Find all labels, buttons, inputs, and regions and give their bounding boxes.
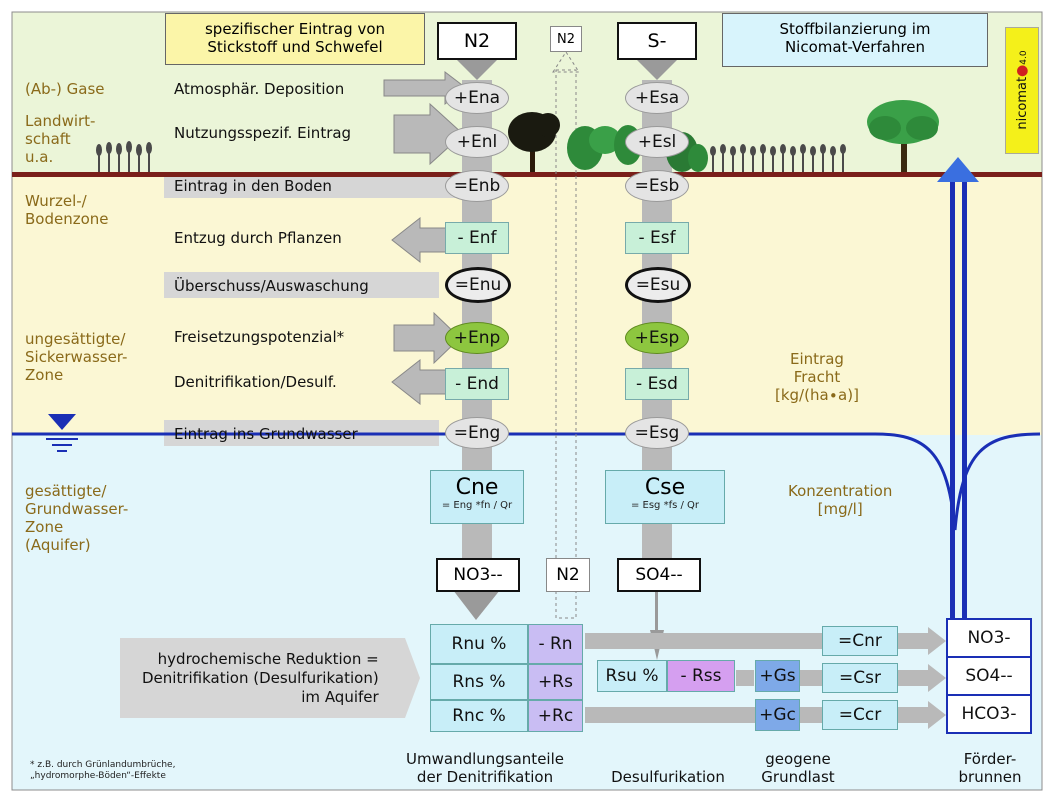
no3-mid-box: NO3-- [436, 558, 520, 592]
zone-unges: ungesättigte/ Sickerwasser- Zone [25, 330, 128, 384]
n-enf: - Enf [445, 222, 509, 254]
stoff-text: Stoffbilanzierung im Nicomat-Verfahren [779, 20, 931, 56]
label-grundwasser: Eintrag ins Grundwasser [174, 425, 358, 443]
well-no3: NO3- [946, 618, 1032, 658]
n-enp: +Enp [445, 322, 509, 354]
r-nu: Rnu % [430, 624, 528, 664]
title-text: spezifischer Eintrag von Stickstoff und … [204, 20, 386, 56]
n2-top-label: N2 [463, 30, 491, 52]
c-box-n: Cne = Eng *fn / Qr [430, 470, 524, 524]
reduction-label: hydrochemische Reduktion = Denitrifikati… [142, 650, 379, 706]
n2-top-box: N2 [437, 22, 517, 60]
nutzung-arrow [393, 102, 464, 166]
r-su: Rsu % [597, 660, 667, 692]
zone-wurzel: Wurzel-/ Bodenzone [25, 192, 109, 228]
c-box-s: Cse = Esg *fs / Qr [605, 470, 725, 524]
s-esu: =Esu [625, 267, 691, 303]
label-freisetzung: Freisetzungspotenzial* [174, 328, 345, 346]
n2-small-label: N2 [557, 31, 575, 47]
c-cr: =Ccr [822, 700, 898, 730]
n2-mid-box: N2 [546, 558, 590, 592]
n-ena: +Ena [445, 82, 509, 114]
c-nr: =Cnr [822, 626, 898, 656]
green-bushes [567, 125, 708, 172]
nicomat-logo: nicomat●4.0 [1005, 27, 1039, 154]
s-esb: =Esb [625, 170, 689, 202]
s-esf: - Esf [625, 222, 689, 254]
crops-left [96, 141, 152, 172]
n2-small-box: N2 [550, 26, 582, 52]
n-enb: =Enb [445, 170, 509, 202]
s-esa: +Esa [625, 82, 689, 114]
stoff-box: Stoffbilanzierung im Nicomat-Verfahren [722, 13, 988, 67]
well-arrow [937, 157, 979, 182]
well-so4: SO4-- [946, 656, 1032, 696]
zone-gase: (Ab-) Gase [25, 80, 105, 98]
c-sr: =Csr [822, 663, 898, 693]
big-tree [867, 100, 939, 172]
so4-mid-label: SO4-- [635, 565, 683, 585]
n2-mid-label: N2 [556, 565, 580, 585]
no3-mid-label: NO3-- [453, 565, 503, 585]
r-ns: Rns % [430, 664, 528, 700]
crops-right [710, 144, 846, 172]
op-rc: +Rc [528, 700, 583, 732]
g-c: +Gc [755, 699, 800, 731]
label-deposition: Atmosphär. Deposition [174, 80, 345, 98]
s-top-box: S- [617, 22, 697, 60]
s-esd: - Esd [625, 368, 689, 400]
label-boden: Eintrag in den Boden [174, 177, 332, 195]
water-level-marker [48, 414, 76, 430]
g-s: +Gs [755, 660, 800, 692]
op-rn: - Rn [528, 624, 583, 664]
label-denitrifikation: Denitrifikation/Desulf. [174, 373, 337, 391]
eintrag-label: Eintrag Fracht [kg/(ha∙a)] [775, 350, 859, 404]
zone-landwirtschaft: Landwirt- schaft u.a. [25, 112, 96, 166]
c-n-main: Cne [455, 475, 499, 500]
label-nutzung: Nutzungsspezif. Eintrag [174, 124, 352, 142]
c-s-formula: = Esg *fs / Qr [630, 500, 700, 511]
r-ss: - Rss [667, 660, 735, 692]
logo-version: 4.0 [1019, 50, 1029, 65]
dark-tree [508, 112, 560, 172]
c-s-main: Cse [644, 475, 686, 500]
zone-ges: gesättigte/ Grundwasser- Zone (Aquifer) [25, 482, 129, 554]
well-hco3: HCO3- [946, 694, 1032, 734]
n-end: - End [445, 368, 509, 400]
label-entzug: Entzug durch Pflanzen [174, 229, 342, 247]
bottom-desulf: Desulfurikation [611, 768, 725, 786]
so4-mid-box: SO4-- [617, 558, 701, 592]
soil-line [12, 172, 1042, 177]
c-n-formula: = Eng *fn / Qr [441, 500, 513, 511]
r-nc: Rnc % [430, 700, 528, 732]
yellow-zone [12, 175, 1042, 435]
title-box: spezifischer Eintrag von Stickstoff und … [165, 13, 425, 65]
n-enl: +Enl [445, 126, 509, 158]
bottom-brunnen: Förder- brunnen [958, 750, 1022, 786]
freisetzung-arrow [393, 311, 461, 365]
op-rs: +Rs [528, 664, 583, 700]
s-esp: +Esp [625, 322, 689, 354]
konz-label: Konzentration [mg/l] [788, 482, 893, 518]
s-top-label: S- [647, 30, 667, 52]
logo-text: nicomat [1015, 76, 1030, 130]
bottom-geogen: geogene Grundlast [761, 750, 835, 786]
n-enu: =Enu [445, 267, 511, 303]
reduction-arrow [120, 638, 420, 718]
bottom-umwandlung: Umwandlungsanteile der Denitrifikation [406, 750, 564, 786]
n-eng: =Eng [445, 417, 509, 449]
s-esl: +Esl [625, 126, 689, 158]
label-ueberschuss: Überschuss/Auswaschung [174, 277, 369, 295]
s-esg: =Esg [625, 417, 689, 449]
footnote: * z.B. durch Grünlandumbrüche, „hydromor… [30, 760, 176, 781]
